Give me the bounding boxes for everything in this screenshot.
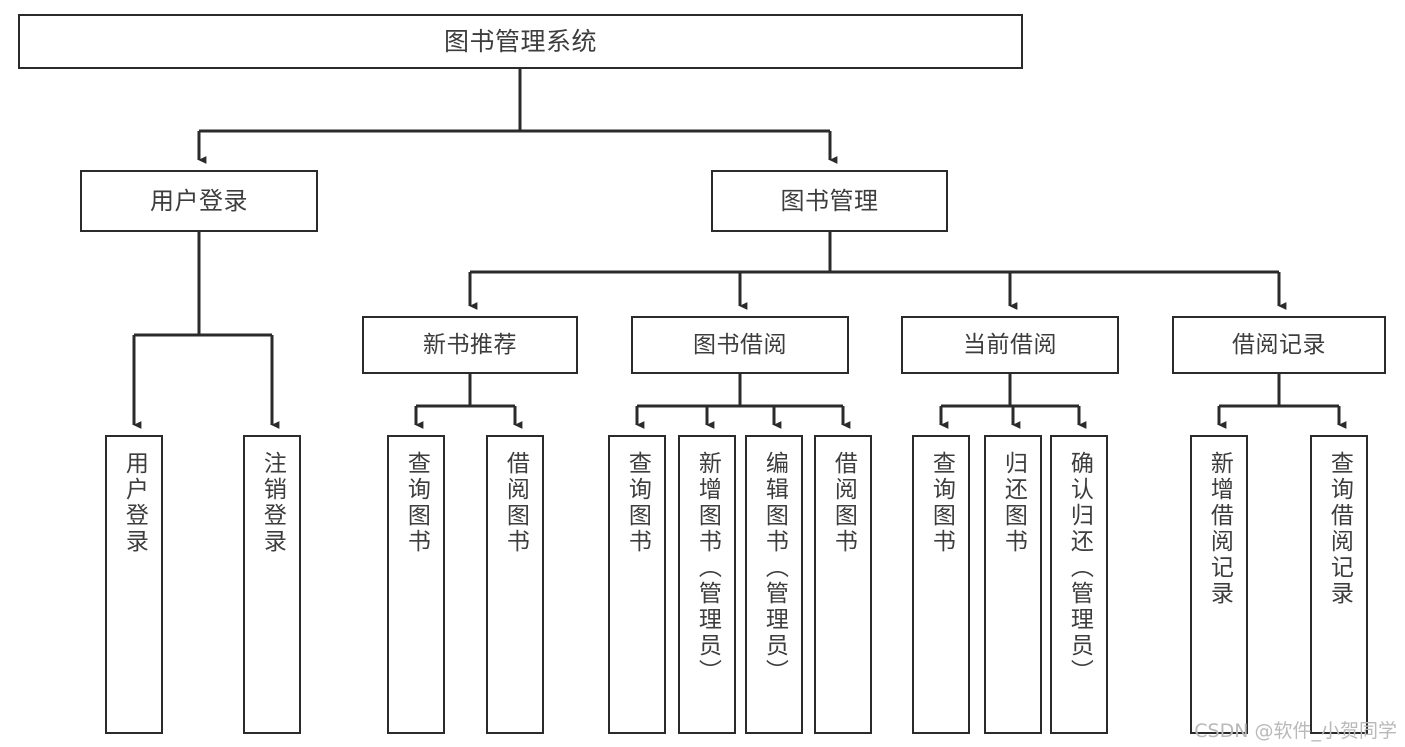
node-leaf-return-book[interactable]: 归还图书	[984, 435, 1042, 734]
node-leaf-query-book-3[interactable]: 查询图书	[912, 435, 970, 734]
node-book-borrow[interactable]: 图书借阅	[631, 316, 849, 374]
node-leaf-add-book-label: 新增图书（管理员）	[694, 451, 721, 685]
node-leaf-query-book-2-label: 查询图书	[624, 451, 651, 555]
node-leaf-borrow-book-2[interactable]: 借阅图书	[814, 435, 872, 734]
node-new-book-rec-label: 新书推荐	[423, 331, 517, 358]
node-leaf-add-record-label: 新增借阅记录	[1206, 451, 1233, 607]
node-book-borrow-label: 图书借阅	[693, 331, 787, 358]
node-leaf-logout[interactable]: 注销登录	[243, 435, 301, 734]
node-leaf-edit-book[interactable]: 编辑图书（管理员）	[745, 435, 803, 734]
node-leaf-query-book-1[interactable]: 查询图书	[387, 435, 445, 734]
node-leaf-logout-label: 注销登录	[259, 451, 286, 555]
node-leaf-borrow-book-1[interactable]: 借阅图书	[486, 435, 544, 734]
node-leaf-user-login[interactable]: 用户登录	[105, 435, 163, 734]
node-root-label: 图书管理系统	[443, 26, 597, 56]
node-leaf-confirm-return-label: 确认归还（管理员）	[1066, 451, 1093, 685]
node-leaf-add-record[interactable]: 新增借阅记录	[1190, 435, 1248, 734]
node-leaf-query-book-3-label: 查询图书	[928, 451, 955, 555]
node-leaf-user-login-label: 用户登录	[121, 451, 148, 555]
node-book-manage[interactable]: 图书管理	[711, 170, 948, 232]
node-leaf-add-book[interactable]: 新增图书（管理员）	[678, 435, 736, 734]
node-current-borrow[interactable]: 当前借阅	[901, 316, 1119, 374]
node-borrow-record[interactable]: 借阅记录	[1172, 316, 1386, 374]
node-user-login[interactable]: 用户登录	[80, 170, 318, 232]
node-new-book-rec[interactable]: 新书推荐	[362, 316, 578, 374]
node-leaf-query-record-label: 查询借阅记录	[1326, 451, 1353, 607]
node-leaf-query-book-2[interactable]: 查询图书	[608, 435, 666, 734]
node-leaf-edit-book-label: 编辑图书（管理员）	[761, 451, 788, 685]
node-current-borrow-label: 当前借阅	[963, 331, 1057, 358]
node-root[interactable]: 图书管理系统	[18, 14, 1023, 69]
node-leaf-query-record[interactable]: 查询借阅记录	[1310, 435, 1368, 734]
node-leaf-query-book-1-label: 查询图书	[403, 451, 430, 555]
node-leaf-borrow-book-1-label: 借阅图书	[502, 451, 529, 555]
node-book-manage-label: 图书管理	[780, 187, 879, 215]
node-user-login-label: 用户登录	[150, 187, 248, 215]
watermark: CSDN @软件_小贺同学	[1194, 720, 1397, 742]
node-leaf-return-book-label: 归还图书	[1000, 451, 1027, 555]
node-leaf-confirm-return[interactable]: 确认归还（管理员）	[1050, 435, 1108, 734]
node-leaf-borrow-book-2-label: 借阅图书	[830, 451, 857, 555]
node-borrow-record-label: 借阅记录	[1232, 331, 1326, 358]
